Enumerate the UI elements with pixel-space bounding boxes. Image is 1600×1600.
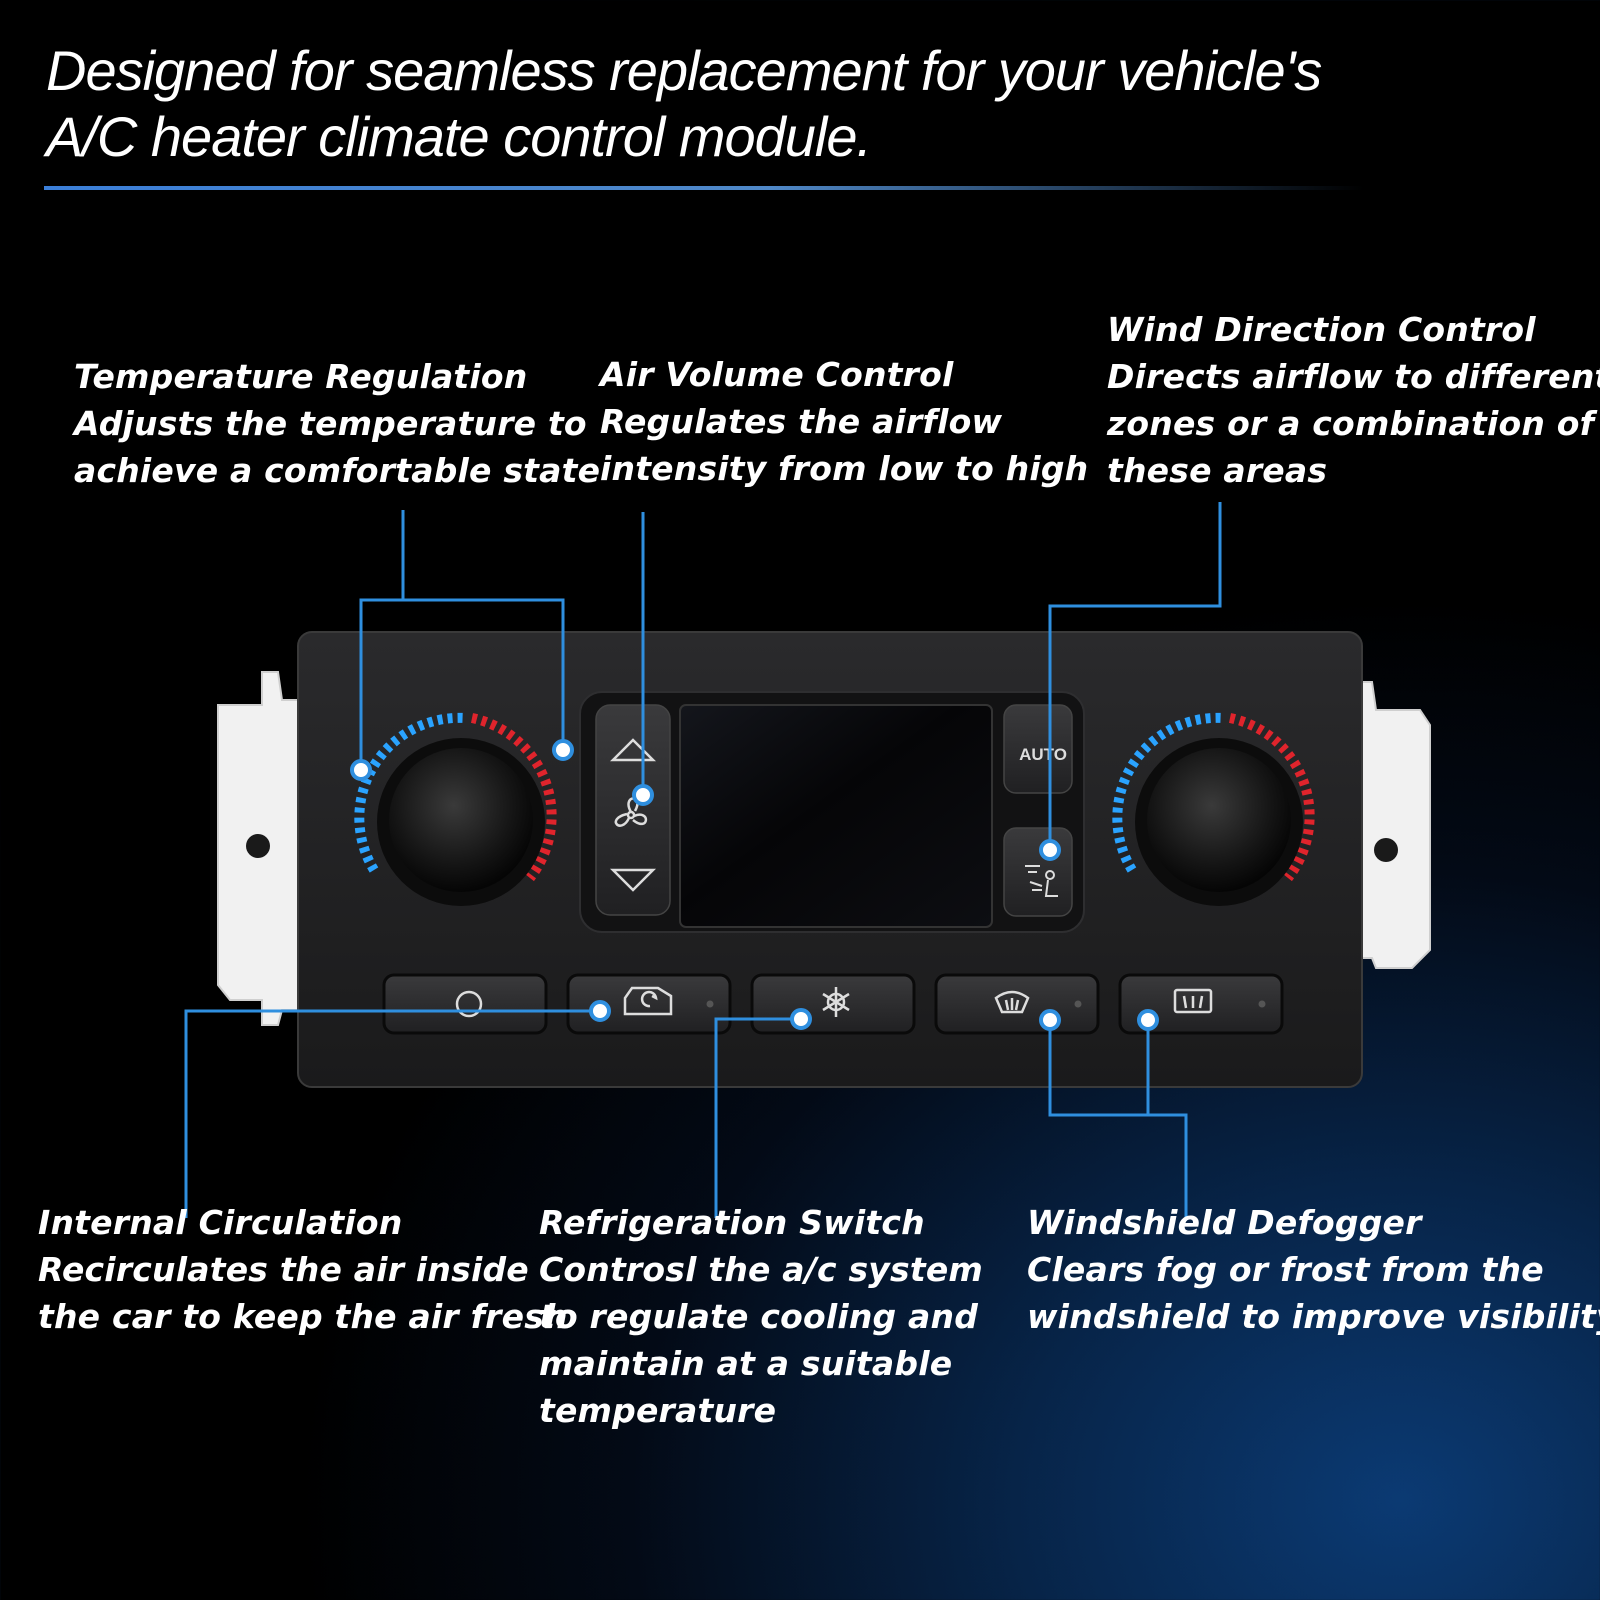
leader-lines: [184, 502, 1222, 1218]
headline-underline: [44, 186, 1364, 190]
front-defrost-led: [1074, 1000, 1082, 1008]
callout-title: Air Volume Control: [600, 355, 954, 394]
front-defrost-icon: [994, 990, 1030, 1014]
recirculation-icon: [623, 986, 673, 1016]
callout-wind-direction-control: Wind Direction Control Directs airflow t…: [1107, 306, 1600, 494]
callout-title: Temperature Regulation: [74, 357, 528, 396]
fan-speed-rocker[interactable]: [595, 704, 671, 916]
snowflake-icon: [822, 987, 850, 1017]
callout-title: Wind Direction Control: [1107, 310, 1536, 349]
callout-title: Refrigeration Switch: [539, 1203, 925, 1242]
callout-windshield-defogger: Windshield Defogger Clears fog or frost …: [1027, 1199, 1600, 1340]
air-distribution-icon: [1025, 865, 1058, 897]
leader-dots: [350, 739, 1159, 1031]
right-mounting-bracket: [1359, 681, 1431, 969]
callout-text: intensity from low to high: [600, 449, 1089, 488]
wind-direction-leader: [1048, 502, 1222, 850]
callout-title: Windshield Defogger: [1027, 1203, 1422, 1242]
callout-text: Clears fog or frost from the: [1027, 1250, 1544, 1289]
callout-text: these areas: [1107, 451, 1328, 490]
callout-text: maintain at a suitable: [539, 1344, 953, 1383]
left-mounting-bracket: [217, 671, 301, 1026]
auto-button[interactable]: AUTO: [1003, 704, 1073, 794]
callout-refrigeration-switch: Refrigeration Switch Controsl the a/c sy…: [539, 1199, 983, 1434]
temperature-leader: [359, 510, 565, 770]
headline-line-2: A/C heater climate control module.: [46, 105, 872, 168]
power-off-icon: [455, 990, 483, 1018]
lcd-display: [679, 704, 993, 928]
callout-text: windshield to improve visibility: [1027, 1297, 1600, 1336]
headline-line-1: Designed for seamless replacement for yo…: [46, 39, 1322, 102]
callout-text: Regulates the airflow: [600, 402, 1003, 441]
callout-text: to regulate cooling and: [539, 1297, 979, 1336]
callout-air-volume-control: Air Volume Control Regulates the airflow…: [600, 351, 1088, 492]
auto-label: AUTO: [1019, 745, 1067, 764]
fan-down-arrow-icon: [609, 868, 657, 892]
headline: Designed for seamless replacement for yo…: [46, 38, 1526, 170]
callout-text: achieve a comfortable state: [74, 451, 601, 490]
callout-text: Adjusts the temperature to: [74, 404, 587, 443]
recirculation-led: [706, 1000, 714, 1008]
internal-circulation-leader: [184, 1009, 600, 1218]
callout-text: temperature: [539, 1391, 777, 1430]
recirculation-button[interactable]: [566, 973, 732, 1035]
callout-text: Controsl the a/c system: [539, 1250, 983, 1289]
left-temperature-knob[interactable]: [354, 712, 557, 906]
callout-text: Recirculates the air inside: [38, 1250, 529, 1289]
callout-text: Directs airflow to different: [1107, 357, 1600, 396]
callout-internal-circulation: Internal Circulation Recirculates the ai…: [38, 1199, 568, 1340]
right-temperature-knob[interactable]: [1112, 712, 1315, 906]
power-off-button[interactable]: [382, 973, 548, 1035]
rear-defrost-led: [1258, 1000, 1266, 1008]
callout-text: zones or a combination of: [1107, 404, 1595, 443]
refrigeration-leader: [714, 1017, 801, 1218]
mode-button[interactable]: [1003, 827, 1073, 917]
rear-defrost-icon: [1173, 988, 1213, 1014]
defogger-leader: [1048, 1020, 1188, 1218]
callout-text: the car to keep the air fresh: [38, 1297, 568, 1336]
callout-temperature-regulation: Temperature Regulation Adjusts the tempe…: [74, 353, 600, 494]
callout-title: Internal Circulation: [38, 1203, 403, 1242]
